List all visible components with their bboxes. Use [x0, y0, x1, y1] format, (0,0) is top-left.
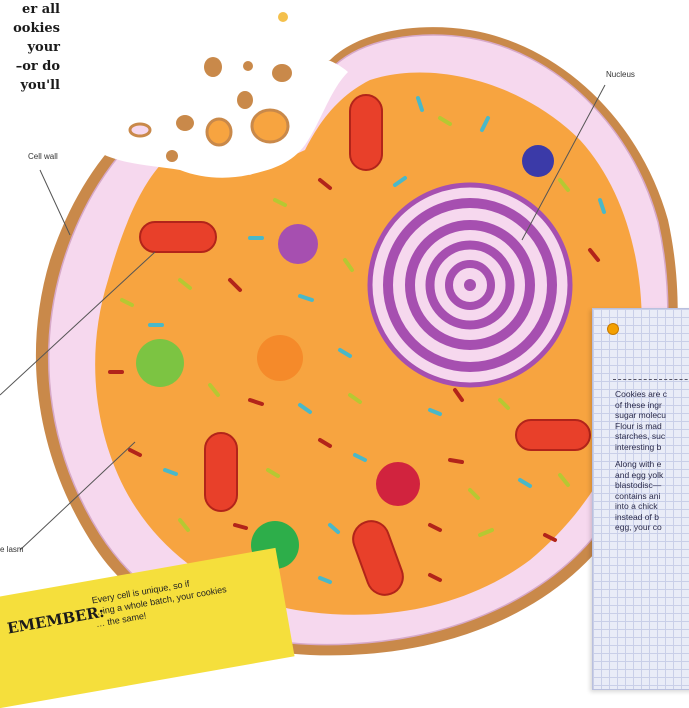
remember-heading: EMEMBER:	[6, 603, 106, 638]
note-paragraph-1: Cookies are c of these ingr sugar molecu…	[615, 389, 689, 452]
cookie-cell-illustration	[0, 0, 689, 678]
pin-icon	[607, 323, 619, 335]
nucleus-spiral	[370, 185, 570, 385]
label-bottom: e lasm	[0, 545, 24, 554]
intro-text: er all ookies your –or do you'll	[0, 0, 60, 95]
label-cell-wall: Cell wall	[28, 152, 58, 161]
dashed-divider	[613, 379, 689, 380]
note-paragraph-2: Along with e and egg yolk blastodisc— co…	[615, 459, 689, 533]
info-note-card: Cookies are c of these ingr sugar molecu…	[592, 308, 689, 690]
label-nucleus: Nucleus	[606, 70, 635, 79]
